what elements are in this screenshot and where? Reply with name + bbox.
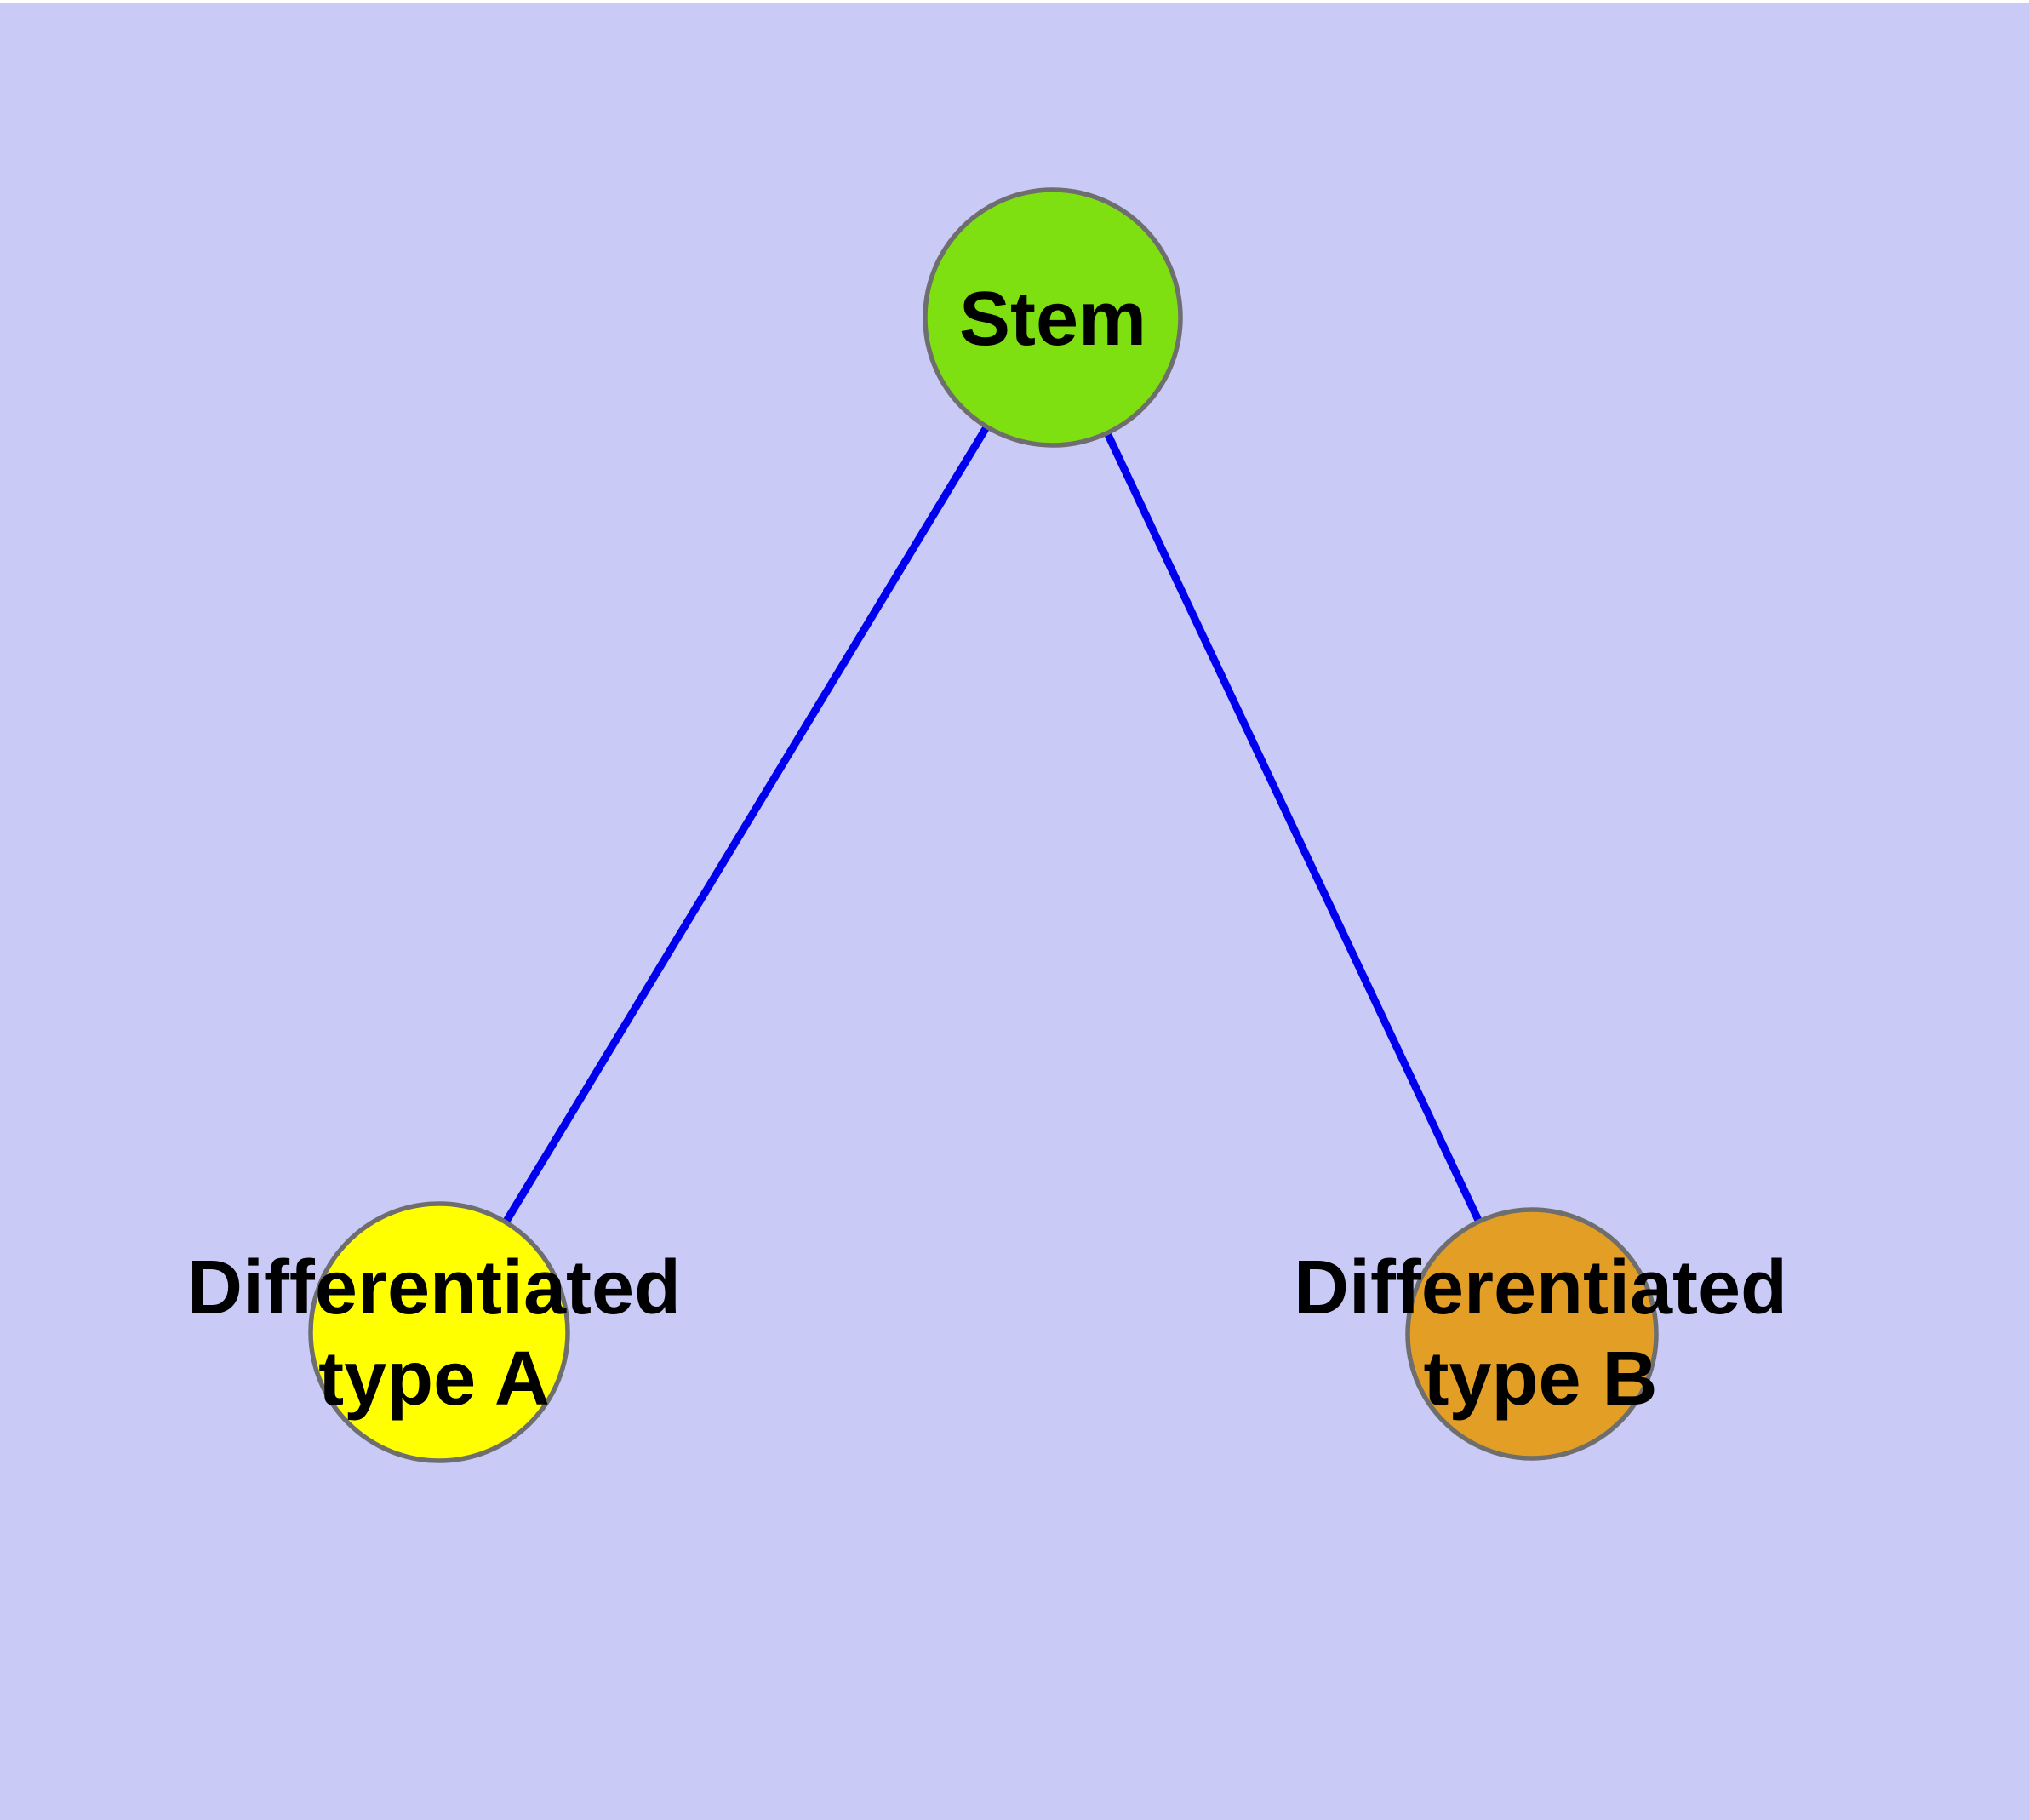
node-stem[interactable] [923, 187, 1183, 448]
node-differentiated-type-a-label-line1: Differentiated [187, 1245, 681, 1331]
edge-stem-to-type-a[interactable] [436, 315, 1056, 1335]
node-differentiated-type-a[interactable] [308, 1201, 570, 1463]
edge-stem-to-type-b[interactable] [1049, 316, 1536, 1336]
node-differentiated-type-b-label-line2: type B [1423, 1336, 1657, 1422]
node-differentiated-type-a-label-line2: type A [318, 1336, 550, 1422]
node-differentiated-type-b-label-line1: Differentiated [1294, 1245, 1787, 1331]
node-differentiated-type-b[interactable] [1405, 1207, 1659, 1461]
node-stem-label: Stem [959, 277, 1146, 362]
